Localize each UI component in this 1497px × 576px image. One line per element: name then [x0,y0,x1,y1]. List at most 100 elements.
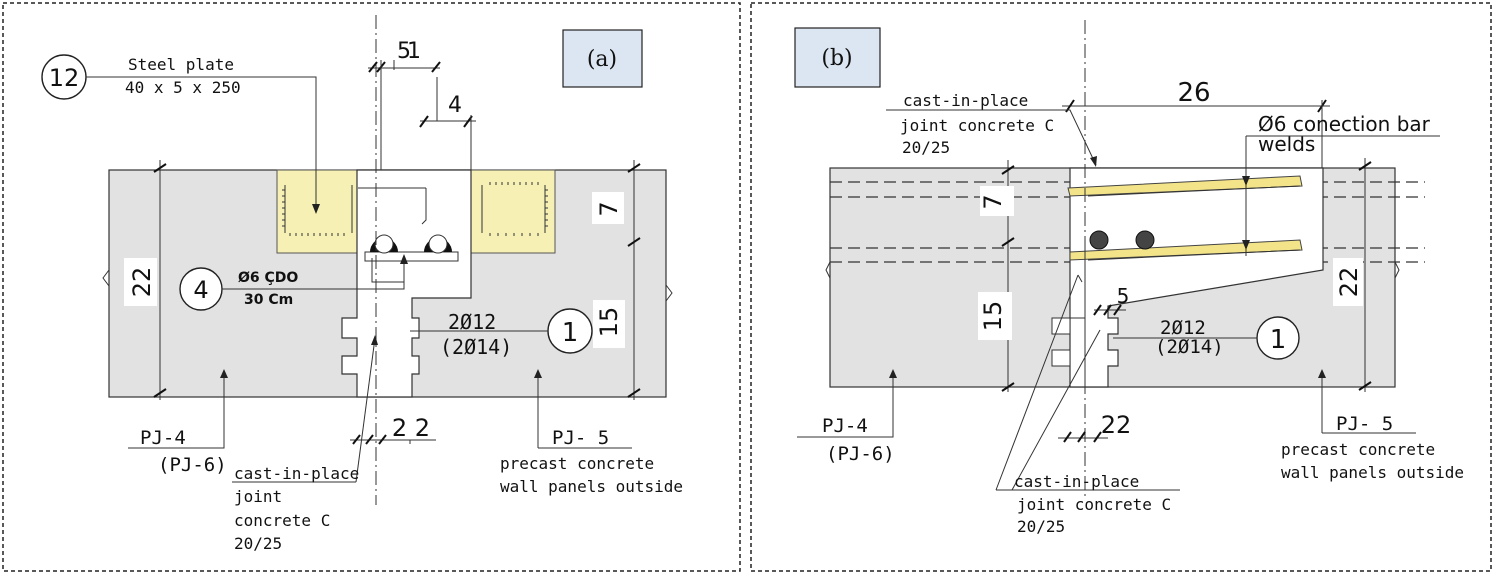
pj4-alt-b: (PJ-6) [826,443,895,465]
leader-4-arrow [400,254,408,264]
leader-pj5-arrow-a [534,369,542,378]
steel-plate-dims: 40 x 5 x 250 [125,78,241,97]
weld-marks-a [282,182,548,236]
dim-bottom-b [1058,431,1108,443]
leader-joint-top-b [886,109,1097,166]
leader-joint-a [355,337,376,483]
stirrup-label: Ø6 ÇDO [238,270,298,286]
panel-b-tag-box [794,27,881,88]
panel-a-frame [2,2,741,572]
leader-pj5-a [537,372,632,449]
leader-pj5-arrow-b [1318,369,1326,378]
dim-label-7-a: 7 [595,201,623,216]
leader-pj4-arrow-a [220,369,228,378]
pj5-desc1-a: precast concrete [500,454,654,473]
bar-alt-a: (2Ø14) [440,335,512,359]
joint-void-edge-a [358,187,427,225]
callout-12-label: 12 [49,64,80,92]
bar-alt-b: (2Ø14) [1155,336,1224,358]
dim-label-22-a: 22 [128,267,156,298]
dim-label-4-a: 4 [448,93,462,118]
leader-joint-top-arrow-b [1090,156,1097,167]
pj4-label-a: PJ-4 [140,427,186,449]
dim-label-5-b: 5 [1117,284,1130,308]
callout-1-a-label: 1 [562,318,579,348]
break-mark-left-a [102,269,110,287]
dim-right-b [1333,158,1372,392]
joint-line2-a: joint [234,487,282,506]
dim-label-26-b: 26 [1177,78,1210,108]
panel-b: (b) 26 [750,2,1492,572]
panel-a-tag: (a) [587,47,617,72]
pj5-desc2-b: wall panels outside [1281,463,1464,482]
steel-plate-right [470,169,556,254]
panel-b-frame [750,2,1492,572]
pj5-desc1-b: precast concrete [1281,440,1435,459]
leader-12-arrow [312,204,320,214]
rebar-left-b [1089,230,1109,250]
dim-label-1-a: 1 [407,39,421,64]
pj5-label-a: PJ- 5 [552,427,609,449]
connection-bar-edges-b [1087,185,1301,261]
dim-bottom-a [350,434,436,445]
connection-label-1: Ø6 conection bar [1258,112,1431,136]
dim-label-bottom-b: 22 [1101,411,1132,439]
leader-pj5-b [1321,372,1416,434]
break-mark-right-b [1394,261,1400,279]
joint-line4-a: 20/25 [234,534,282,553]
bar-main-b: 2Ø12 [1160,317,1206,339]
leader-4 [222,258,405,290]
leader-pj4-arrow-b [889,369,897,378]
break-mark-right-a [665,284,673,302]
bearing-plate-a [364,251,459,262]
leader-joint-bot-b [995,274,1083,491]
joint-line1-a: cast-in-place [234,464,359,483]
dim-5-b [1093,304,1126,316]
dim-label-5-a: 5 [397,39,411,64]
dim-label-22-b: 22 [1335,267,1363,298]
steel-plate-label: Steel plate [128,55,234,74]
break-mark-left-b [825,261,831,279]
rebar-right-a [428,234,448,254]
joint-top-line2-b: joint concrete C [900,116,1054,135]
leader-12 [86,76,317,210]
pj5-label-b: PJ- 5 [1336,413,1393,435]
joint-concrete-b [1069,167,1324,388]
leader-pj4-a [128,372,225,449]
rebar-right-b [1135,230,1155,250]
joint-bot-line2-b: joint concrete C [1017,495,1171,514]
leader-pj4-b [797,372,894,438]
joint-top-line1-b: cast-in-place [903,91,1028,110]
panel-a: (a) [2,2,741,572]
callout-4-label: 4 [193,276,208,304]
dim-left-b [978,160,1015,392]
pj4-label-b: PJ-4 [822,415,868,437]
rebar-left-a [374,234,394,254]
dim-right-a [592,160,641,400]
leader-4b [371,258,404,283]
panel-a-tag-box [562,29,643,88]
joint-bot-line1-b: cast-in-place [1014,472,1139,491]
joint-line3-a: concrete C [234,511,330,530]
joint-key-2-b [1051,349,1071,367]
stirrup-spacing: 30 Cm [244,292,293,308]
dim-label-15-a: 15 [595,307,623,338]
connection-bar-top-b [1067,175,1303,197]
dim-top-a [368,60,441,170]
joint-void-a [358,171,426,219]
callout-1-b-label: 1 [1270,325,1287,355]
dim-left-a [124,160,167,400]
bar-main-a: 2Ø12 [448,310,496,334]
joint-top-line3-b: 20/25 [902,138,950,157]
joint-bot-line3-b: 20/25 [1017,517,1065,536]
dim-label-bottom-a: 2 2 [392,414,430,442]
panel-b-tag: (b) [821,46,852,71]
dim-label-7-b: 7 [979,194,1007,209]
pj5-desc2-a: wall panels outside [500,477,683,496]
leader-joint-bot2-b [1011,329,1101,491]
pj4-alt-a: (PJ-6) [158,454,227,476]
dim-4-a [419,77,476,170]
leader-joint-arrow-a [371,335,378,345]
dim-label-15-b: 15 [979,301,1007,332]
